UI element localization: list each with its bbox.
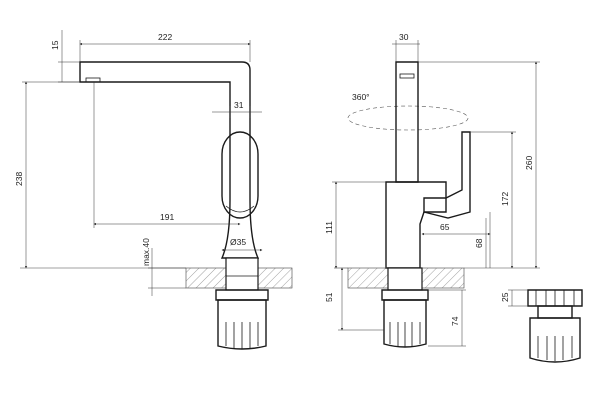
side-spout-outlet — [399, 73, 415, 79]
front-faucet-outline — [79, 61, 260, 259]
detail-view: 25 — [500, 289, 583, 363]
dim-max-40: max.40 — [141, 238, 151, 266]
dim-15: 15 — [50, 40, 60, 50]
side-view: 360° 30 260 172 111 — [324, 32, 540, 348]
front-lever-highlight — [225, 205, 255, 213]
front-shank — [225, 257, 259, 291]
front-view: 222 15 31 238 191 Ø35 max.40 — [14, 30, 293, 350]
front-nut-ribs — [225, 322, 259, 349]
front-nut — [215, 289, 269, 301]
detail-nut-neck — [537, 305, 573, 319]
dim-68: 68 — [474, 238, 484, 248]
dim-25: 25 — [500, 292, 510, 302]
detail-nut-body — [529, 317, 581, 363]
front-spout-outlet — [85, 77, 101, 83]
front-nut-body — [217, 299, 267, 350]
dim-238: 238 — [14, 172, 24, 186]
dim-222: 222 — [158, 32, 172, 42]
dim-diameter-35: Ø35 — [230, 237, 246, 247]
detail-nut-ribs — [537, 336, 573, 361]
dim-111: 111 — [324, 221, 334, 234]
side-nut-ribs — [389, 322, 421, 347]
detail-nut-top-ribs — [535, 290, 575, 306]
side-lever — [423, 131, 471, 219]
dim-51: 51 — [324, 292, 334, 302]
front-lever-oval — [221, 131, 259, 219]
side-nut — [381, 289, 429, 301]
dim-360: 360° — [352, 92, 370, 102]
dim-31: 31 — [234, 100, 244, 110]
side-column — [395, 61, 419, 183]
side-shank — [387, 267, 423, 291]
dim-74: 74 — [450, 316, 460, 326]
side-body — [385, 181, 447, 269]
dim-191: 191 — [160, 212, 174, 222]
side-nut-body — [383, 299, 427, 348]
rotation-ellipse — [347, 105, 469, 131]
dim-30: 30 — [399, 32, 409, 42]
dim-260: 260 — [524, 156, 534, 170]
dim-65: 65 — [440, 222, 450, 232]
dim-172: 172 — [500, 192, 510, 206]
